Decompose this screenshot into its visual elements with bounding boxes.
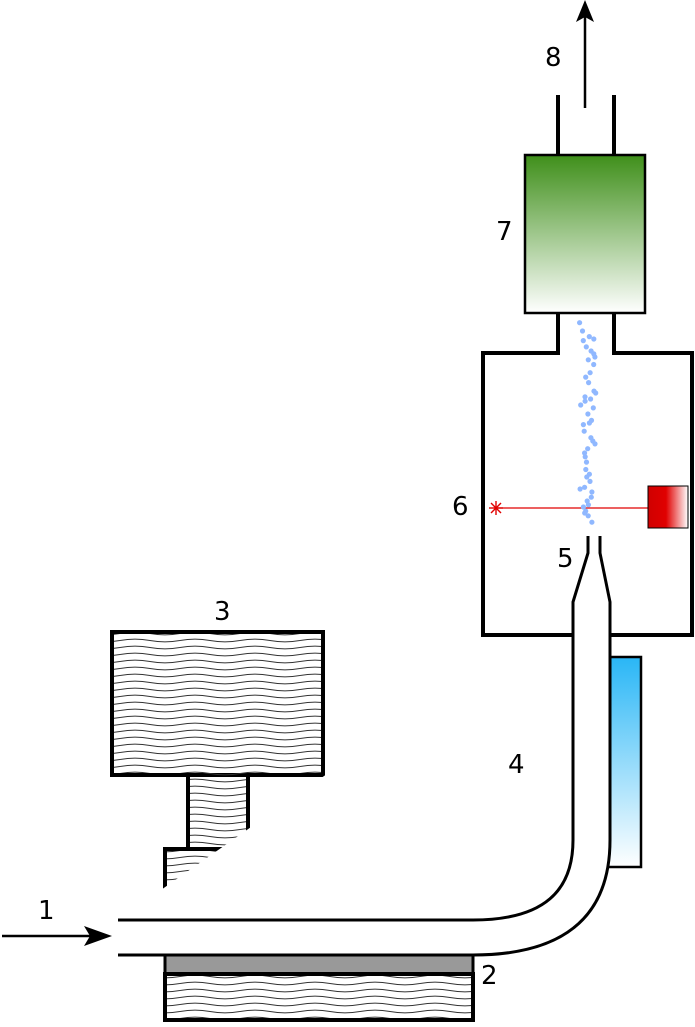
droplet xyxy=(588,348,594,354)
droplet xyxy=(584,498,590,504)
outlet-arrow xyxy=(576,0,594,108)
droplet xyxy=(577,320,583,326)
label-6: 6 xyxy=(452,492,469,522)
droplet xyxy=(582,398,588,404)
transport-tube xyxy=(118,536,612,957)
droplet xyxy=(589,489,595,495)
droplet xyxy=(578,402,584,408)
droplet xyxy=(581,428,587,434)
droplet xyxy=(586,334,592,340)
scatter-mark xyxy=(489,501,503,515)
label-2: 2 xyxy=(481,961,498,991)
droplet xyxy=(580,338,586,344)
droplet xyxy=(582,450,588,456)
droplet xyxy=(583,374,589,380)
droplet xyxy=(577,486,583,492)
droplet xyxy=(580,504,587,510)
label-8: 8 xyxy=(545,43,562,73)
filter-unit xyxy=(523,153,647,315)
droplet xyxy=(590,438,596,444)
droplet xyxy=(585,357,591,363)
droplet xyxy=(587,370,593,376)
label-1: 1 xyxy=(38,896,55,926)
droplet xyxy=(583,344,589,350)
reservoir-body xyxy=(110,630,325,851)
droplet xyxy=(583,459,590,465)
label-7: 7 xyxy=(496,217,513,247)
droplet xyxy=(591,361,597,368)
droplet xyxy=(585,446,591,452)
droplet xyxy=(582,484,588,490)
droplet xyxy=(580,422,587,428)
droplet xyxy=(582,510,588,516)
droplet xyxy=(585,513,591,519)
droplet xyxy=(584,474,590,480)
droplet xyxy=(588,396,594,402)
droplet xyxy=(586,420,593,426)
droplet xyxy=(589,519,595,525)
droplet xyxy=(591,336,597,342)
laser-source xyxy=(647,485,689,529)
droplet xyxy=(588,494,594,500)
inlet-arrow xyxy=(2,926,112,946)
droplet xyxy=(583,466,589,473)
droplet xyxy=(582,394,588,400)
droplet xyxy=(587,478,593,484)
droplet xyxy=(593,390,599,396)
droplet xyxy=(585,411,591,417)
label-5: 5 xyxy=(557,544,574,574)
droplet xyxy=(579,328,586,334)
particle-stream xyxy=(577,320,599,525)
droplet xyxy=(586,380,592,386)
measurement-chamber xyxy=(481,351,694,637)
droplet xyxy=(590,405,596,411)
label-3: 3 xyxy=(214,597,231,627)
droplet xyxy=(592,354,598,360)
label-4: 4 xyxy=(508,750,525,780)
